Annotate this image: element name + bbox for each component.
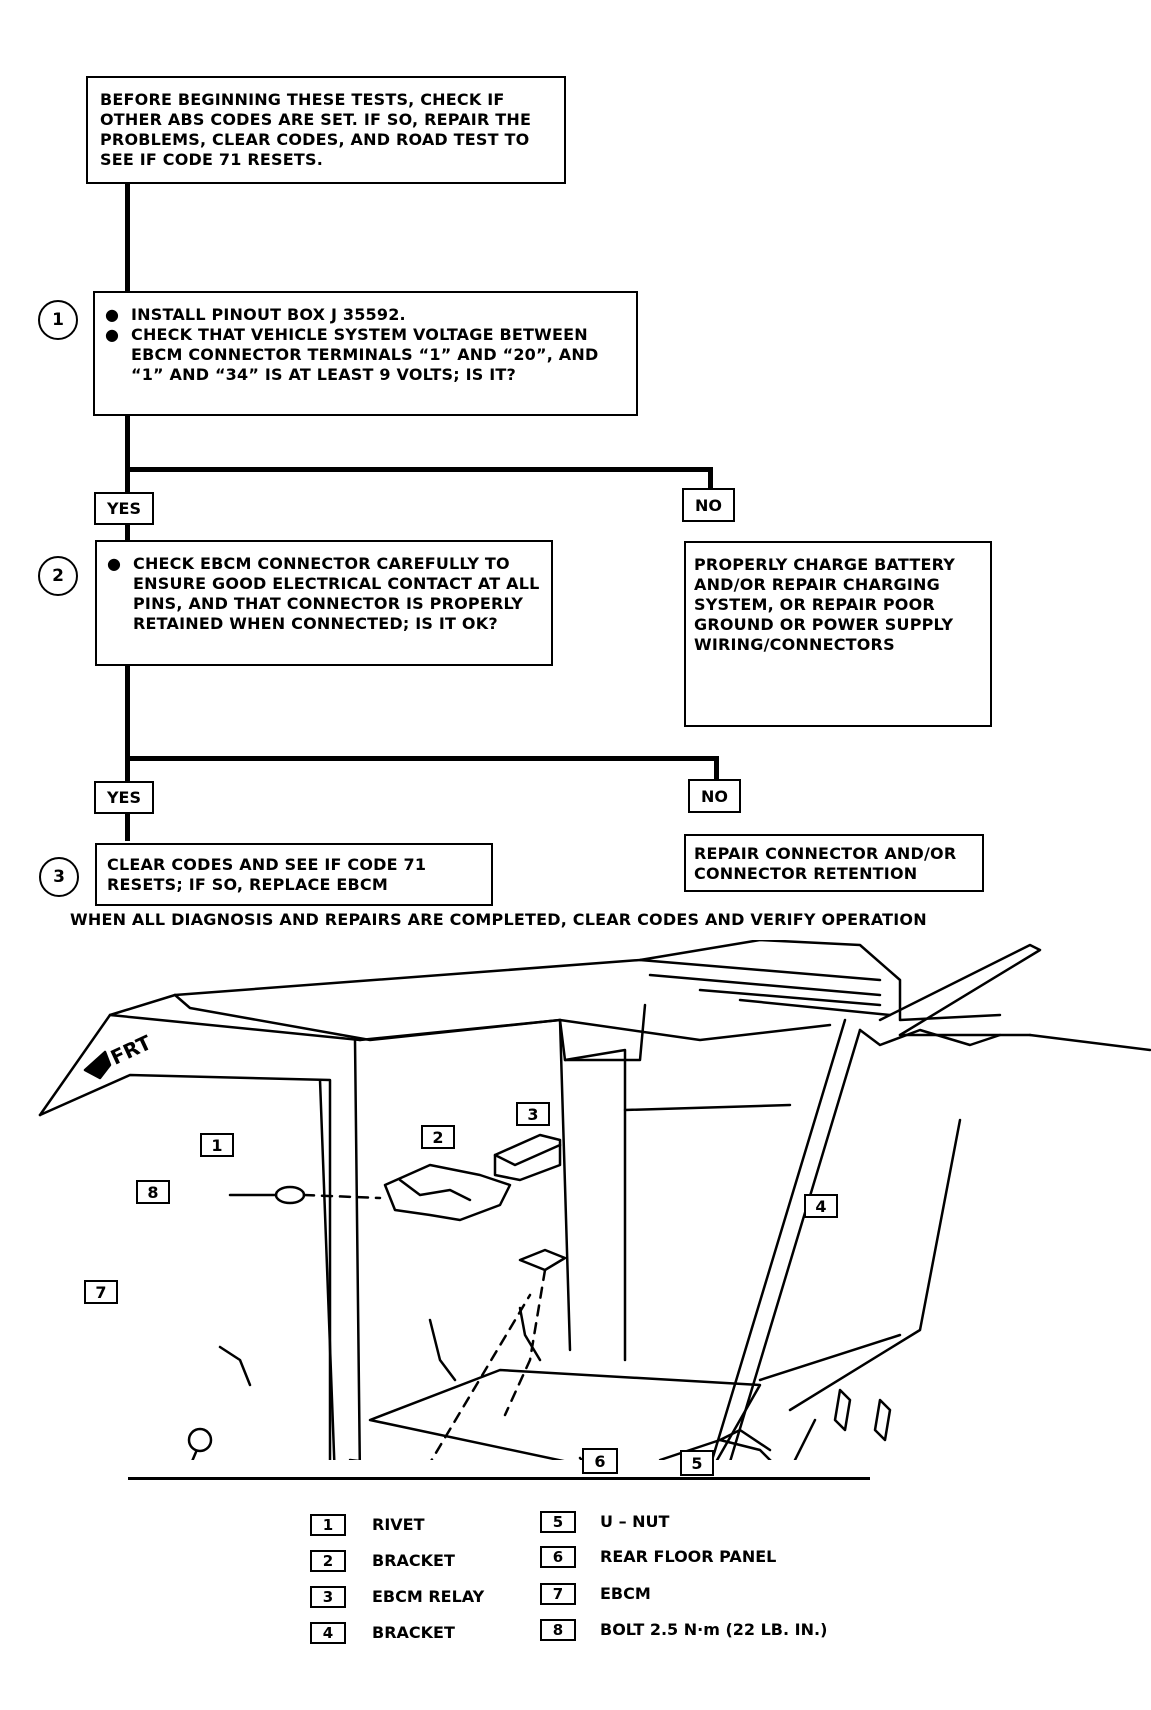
step-3-text: CLEAR CODES AND SEE IF CODE 71 RESETS; I… [107,855,427,894]
callout-1: 1 [200,1133,234,1157]
callout-3: 3 [516,1102,550,1126]
branch-line-1 [125,467,713,472]
vehicle-floor-drawing [38,940,1151,1460]
step-2-box: ●CHECK EBCM CONNECTOR CAREFULLY TO ENSUR… [95,540,553,666]
step-1-box: ●INSTALL PINOUT BOX J 35592. ●CHECK THAT… [93,291,638,416]
step-3-marker: 3 [39,857,79,897]
callout-7: 7 [84,1280,118,1304]
no-2-action-box: REPAIR CONNECTOR AND/OR CONNECTOR RETENT… [684,834,984,892]
callout-8: 8 [136,1180,170,1204]
frt-arrow [83,1050,112,1080]
no-2-action-text: REPAIR CONNECTOR AND/OR CONNECTOR RETENT… [694,844,957,883]
step-1-bullet-1: ●INSTALL PINOUT BOX J 35592. [105,305,406,324]
branch-drop-no2 [714,756,719,780]
step-3-box: CLEAR CODES AND SEE IF CODE 71 RESETS; I… [95,843,493,906]
yes-label-1: YES [94,492,154,525]
yes-label-2: YES [94,781,154,814]
trunk-line-2 [125,416,130,540]
ebcm-location-illustration: FRT 1 2 3 4 5 6 7 8 [0,940,1151,1476]
no-label-1: NO [682,488,735,522]
intro-box: BEFORE BEGINNING THESE TESTS, CHECK IF O… [86,76,566,184]
callout-4: 4 [804,1194,838,1218]
step-2-marker: 2 [38,556,78,596]
relay-3-shape [493,1133,562,1182]
floor-cavity [353,1038,362,1460]
callout-2: 2 [421,1125,455,1149]
bracket-2-shape [383,1163,512,1222]
no-1-action-text: PROPERLY CHARGE BATTERY AND/OR REPAIR CH… [694,555,956,654]
no-label-2: NO [688,779,741,813]
callout-5: 5 [680,1450,714,1476]
callout-6: 6 [582,1448,618,1474]
body-outline [38,940,1002,1117]
trunk-line-3 [125,666,130,841]
rivet-shape [274,1185,306,1205]
branch-drop-no1 [708,467,713,489]
footer-instruction: WHEN ALL DIAGNOSIS AND REPAIRS ARE COMPL… [70,910,927,929]
step-1-bullet-2: ●CHECK THAT VEHICLE SYSTEM VOLTAGE BETWE… [105,325,599,384]
branch-line-2 [125,756,719,761]
trunk-line-1 [125,184,130,292]
right-side-wall [710,1018,847,1460]
legend-divider [128,1477,870,1480]
bolt-shape [187,1427,213,1453]
u-nut-shape [518,1248,567,1272]
step-2-bullet-1: ●CHECK EBCM CONNECTOR CAREFULLY TO ENSUR… [107,554,540,633]
no-1-action-box: PROPERLY CHARGE BATTERY AND/OR REPAIR CH… [684,541,992,727]
intro-text: BEFORE BEGINNING THESE TESTS, CHECK IF O… [100,90,532,169]
step-1-marker: 1 [38,300,78,340]
